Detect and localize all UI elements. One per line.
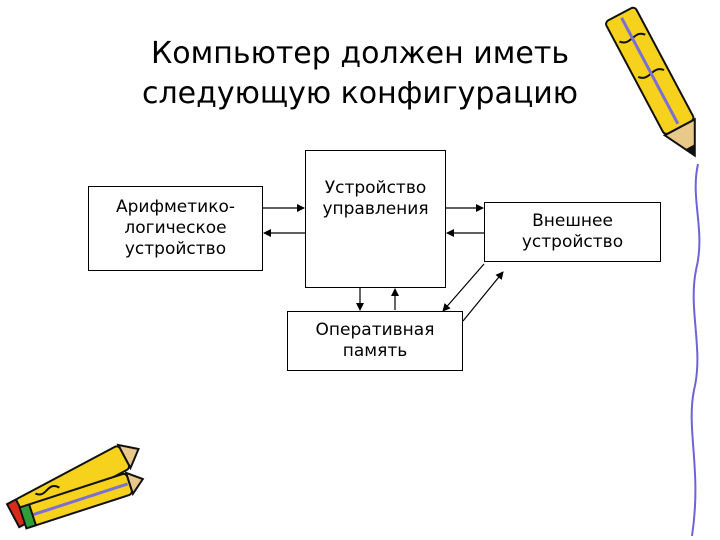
pencils-icon <box>5 443 145 530</box>
pencil-icon <box>605 6 696 158</box>
external-device-box: Внешнее устройство <box>484 202 661 262</box>
ram-box: Оперативная память <box>287 311 463 371</box>
arrow-ext-to-ram <box>442 263 485 312</box>
decorative-border-line <box>690 163 701 537</box>
slide-title: Компьютер должен иметь следующую конфигу… <box>141 36 579 111</box>
alu-label: Арифметико- логическое устройство <box>115 197 236 259</box>
control-unit-label: Устройство управления <box>322 178 429 219</box>
control-unit-box: Устройство управления <box>305 150 446 288</box>
ram-label: Оперативная память <box>315 320 435 361</box>
alu-box: Арифметико- логическое устройство <box>88 186 263 271</box>
external-device-label: Внешнее устройство <box>521 211 624 252</box>
arrow-ram-to-ext <box>462 271 504 322</box>
